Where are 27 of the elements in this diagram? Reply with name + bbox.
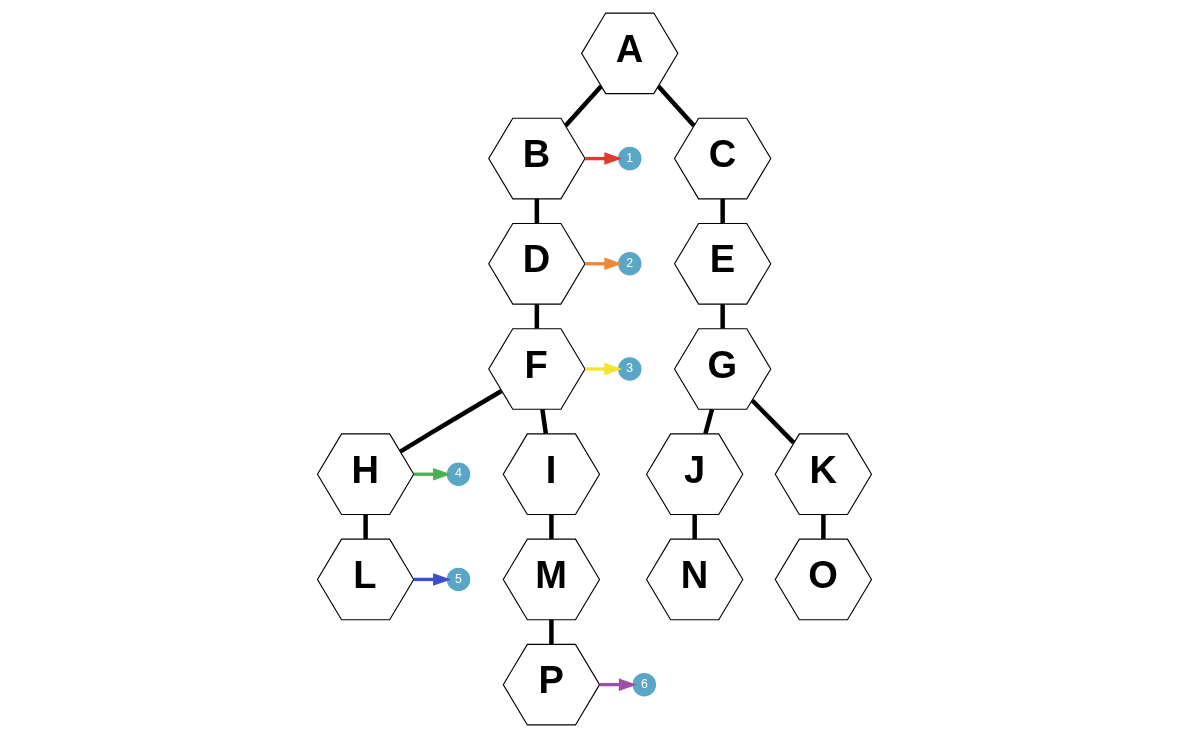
- connector: [398, 389, 503, 454]
- node-circle: 1: [616, 145, 643, 172]
- arrow: [413, 467, 451, 481]
- connector: [534, 304, 539, 329]
- arrow: [584, 257, 622, 271]
- connector: [719, 304, 725, 329]
- arrow: [413, 573, 451, 586]
- node-circle: 2: [616, 250, 643, 277]
- arrow: [584, 152, 622, 165]
- node-circle: 4: [445, 461, 471, 488]
- connector: [691, 514, 697, 539]
- node-circle: 3: [616, 356, 643, 382]
- connector: [750, 398, 795, 445]
- connector: [719, 198, 725, 224]
- connector: [656, 84, 696, 128]
- node-circle: 5: [445, 566, 471, 593]
- connector: [539, 409, 548, 434]
- connector: [820, 514, 826, 539]
- connector: [702, 408, 714, 435]
- connector: [362, 514, 368, 539]
- arrow: [599, 678, 637, 691]
- node-circle: 6: [630, 671, 657, 698]
- connector: [534, 198, 539, 224]
- arrow: [584, 362, 622, 376]
- connector: [548, 514, 554, 539]
- connector: [563, 84, 603, 128]
- connector: [548, 619, 554, 645]
